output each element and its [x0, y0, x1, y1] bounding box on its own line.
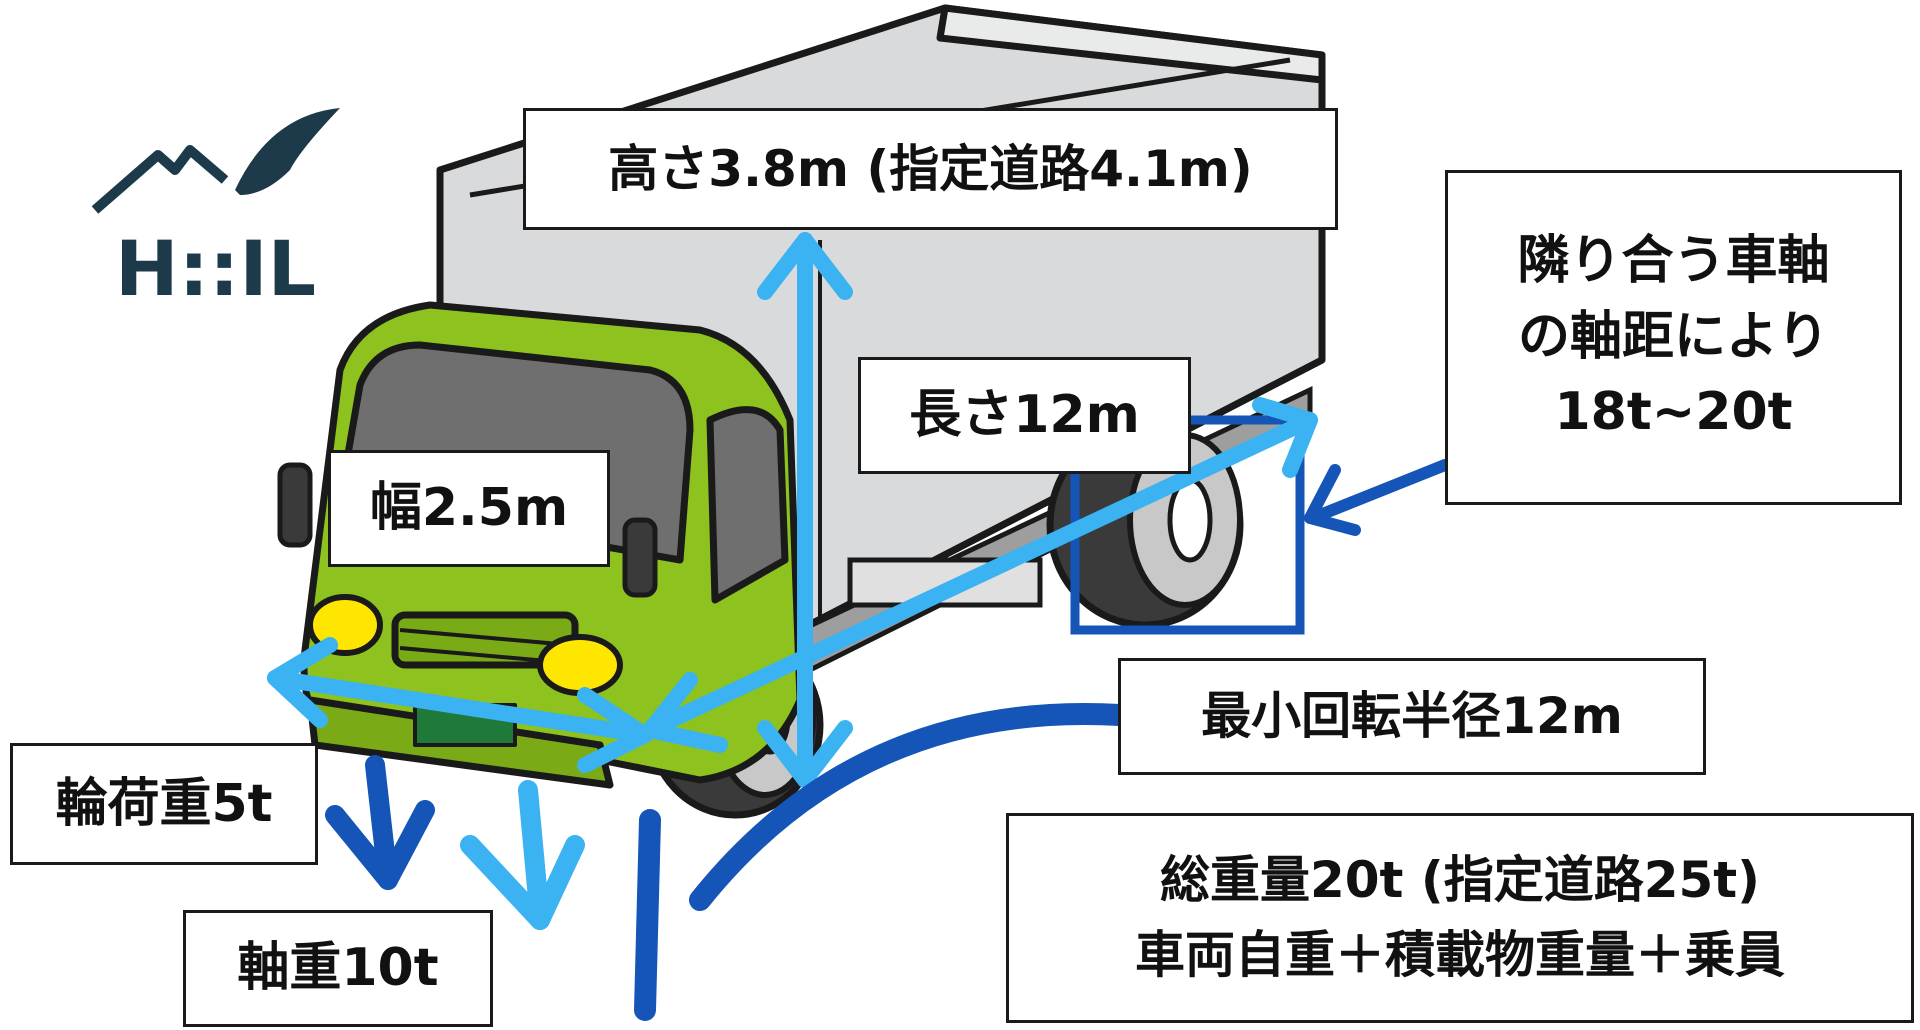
axle-distance-line-1: 隣り合う車軸 — [1517, 231, 1830, 292]
feather-pen-icon — [235, 108, 340, 195]
axle-load-arrow — [460, 780, 585, 930]
logo: H::IL — [91, 108, 340, 313]
length-label: 長さ12m — [858, 357, 1191, 474]
logo-text: H::IL — [115, 224, 316, 313]
axle-load-label-text: 軸重10t — [237, 938, 439, 998]
left-mirror — [277, 462, 313, 548]
width-arrow — [267, 637, 653, 773]
axle-distance-line-3: 18t~20t — [1554, 382, 1793, 443]
width-label-text: 幅2.5m — [369, 478, 569, 538]
gross-weight-line-2: 車両自重＋積載物重量＋乗員 — [1135, 926, 1785, 984]
wheel-load-label-text: 輪荷重5t — [55, 773, 273, 834]
axle-distance-label: 隣り合う車軸 の軸距により 18t~20t — [1445, 170, 1902, 505]
axle-distance-arrow — [1304, 459, 1451, 536]
height-label: 高さ3.8m (指定道路4.1m) — [523, 108, 1338, 230]
truck-cab — [300, 301, 804, 789]
axle-distance-line-2: の軸距により — [1518, 306, 1829, 367]
right-mirror — [622, 517, 658, 598]
wheel-load-label: 輪荷重5t — [10, 743, 318, 865]
wheel-load-arrow — [325, 755, 435, 890]
right-headlight — [537, 634, 623, 696]
length-label-text: 長さ12m — [909, 385, 1140, 445]
height-arrow — [757, 232, 853, 788]
turning-radius-label: 最小回転半径12m — [1118, 658, 1706, 775]
gross-weight-line-1: 総重量20t (指定道路25t) — [1159, 851, 1761, 909]
mountain-icon — [91, 145, 229, 214]
width-label: 幅2.5m — [328, 450, 610, 567]
turning-radius-arrow — [634, 703, 1131, 1021]
turning-radius-label-text: 最小回転半径12m — [1201, 687, 1623, 746]
height-label-text: 高さ3.8m (指定道路4.1m) — [608, 139, 1253, 198]
gross-weight-label: 総重量20t (指定道路25t) 車両自重＋積載物重量＋乗員 — [1006, 813, 1914, 1023]
axle-load-label: 軸重10t — [183, 910, 493, 1027]
